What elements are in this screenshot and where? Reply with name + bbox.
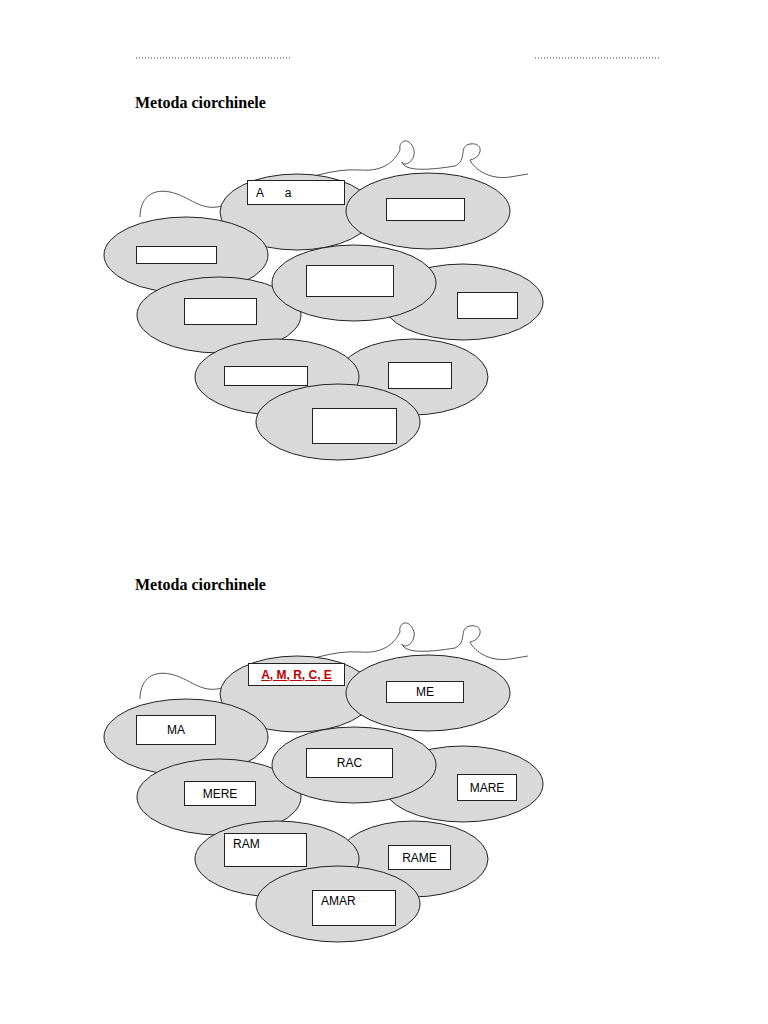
empty-answer-box — [185, 299, 257, 325]
answer-box: MA — [136, 715, 216, 745]
box-word: MARE — [470, 781, 505, 795]
grape-berry — [256, 384, 420, 460]
box-word: AMAR — [321, 894, 356, 908]
box-word: MA — [167, 723, 185, 737]
box-word: RAC — [337, 756, 362, 770]
box-word: A a — [256, 186, 291, 200]
date-blank-line — [535, 58, 659, 59]
grape-berry — [272, 727, 436, 803]
answer-box: RAME — [388, 845, 451, 870]
empty-answer-box — [313, 409, 397, 444]
grape-berry — [346, 655, 510, 731]
box-word: ME — [416, 685, 434, 699]
answer-box: RAC — [306, 748, 393, 778]
answer-box: A a — [247, 180, 345, 205]
answer-box: ME — [386, 681, 464, 703]
empty-answer-box — [307, 266, 394, 297]
empty-answer-box — [387, 199, 465, 221]
empty-answer-box — [225, 367, 308, 386]
box-word: MERE — [203, 787, 238, 801]
box-word: A, M, R, C, E — [261, 668, 332, 682]
box-word: RAM — [233, 837, 260, 851]
answer-box: A, M, R, C, E — [248, 663, 345, 686]
grape-berry — [256, 866, 420, 942]
empty-answer-box — [389, 363, 452, 389]
empty-answer-box — [137, 247, 217, 264]
grape-berry — [272, 245, 436, 321]
box-word: RAME — [402, 851, 437, 865]
worksheet-title: Metoda ciorchinele — [135, 94, 266, 112]
answer-box: MERE — [184, 781, 256, 806]
worksheet-title: Metoda ciorchinele — [135, 576, 266, 594]
empty-answer-box — [458, 293, 518, 319]
answer-box: AMAR — [312, 890, 396, 926]
grape-berry — [346, 173, 510, 249]
answer-box: RAM — [224, 833, 307, 867]
answer-box: MARE — [457, 774, 517, 801]
name-blank-line — [136, 58, 291, 59]
